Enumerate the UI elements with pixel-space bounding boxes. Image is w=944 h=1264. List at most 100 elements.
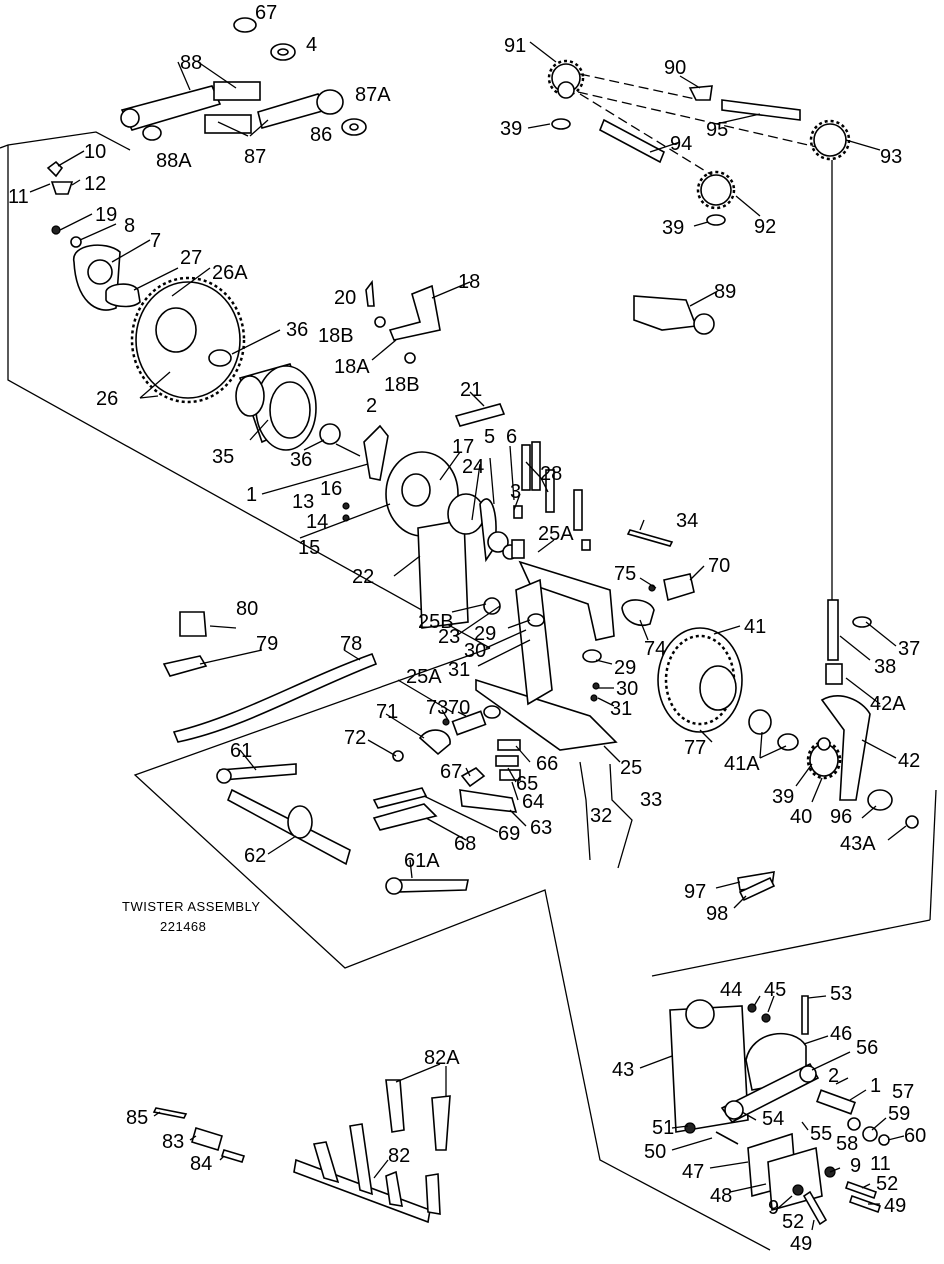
callout-47: 47 (682, 1161, 704, 1183)
hub-27 (105, 283, 141, 308)
center-housing-group (342, 279, 799, 869)
strap-98 (738, 876, 776, 902)
callout-36-upper: 36 (286, 319, 308, 341)
callout-83: 83 (162, 1131, 184, 1153)
callout-13: 13 (292, 491, 314, 513)
arm-61A (395, 879, 469, 893)
callout-14: 14 (306, 511, 328, 533)
pin-37 (852, 616, 872, 628)
washer-18B-upper (374, 316, 386, 328)
callout-39-lower: 39 (772, 786, 794, 808)
callout-88: 88 (180, 52, 202, 74)
twister-group (162, 611, 521, 895)
callout-66: 66 (536, 753, 558, 775)
callout-69: 69 (498, 823, 520, 845)
link-90 (688, 85, 713, 101)
callout-61A: 61A (404, 850, 440, 872)
callout-92: 92 (754, 216, 776, 238)
chain-drive-group (547, 59, 851, 630)
callout-9-upper: 9 (850, 1155, 861, 1177)
callout-67: 67 (255, 2, 277, 24)
callout-42A: 42A (870, 693, 906, 715)
bar-78 (172, 652, 378, 743)
callout-10: 10 (84, 141, 106, 163)
washer-39-upper (551, 118, 571, 130)
part-callouts: 67 4 88 87A 86 87 88A 10 11 12 19 8 7 27… (8, 2, 926, 1255)
callout-18: 18 (458, 271, 480, 293)
bushing-96 (867, 789, 893, 811)
callout-58: 58 (836, 1133, 858, 1155)
pin-28-a (521, 444, 531, 491)
bracket-80 (179, 611, 207, 637)
callout-25A-upper: 25A (538, 523, 574, 545)
callout-86: 86 (310, 124, 332, 146)
right-gearbox-group (633, 295, 919, 902)
callout-5: 5 (484, 426, 495, 448)
callout-18B-lower: 18B (384, 374, 420, 396)
callout-98: 98 (706, 903, 728, 925)
callout-72: 72 (344, 727, 366, 749)
callout-8: 8 (124, 215, 135, 237)
clip-12 (50, 181, 74, 195)
callout-57: 57 (892, 1081, 914, 1103)
callout-64: 64 (522, 791, 544, 813)
plate-63 (459, 789, 518, 813)
callout-53: 53 (830, 983, 852, 1005)
callout-87A: 87A (355, 84, 391, 106)
sprocket-93 (813, 123, 847, 157)
callout-60: 60 (904, 1125, 926, 1147)
bushing-36-upper (208, 349, 232, 367)
bearing-41A (748, 709, 772, 735)
callout-23: 23 (438, 626, 460, 648)
washer-8 (70, 236, 82, 248)
sprocket-92 (700, 174, 732, 206)
callout-79: 79 (256, 633, 278, 655)
callout-90: 90 (664, 57, 686, 79)
washer-39-lower (706, 214, 726, 226)
callout-62: 62 (244, 845, 266, 867)
knob-71 (418, 729, 451, 756)
callout-41A: 41A (724, 753, 760, 775)
callout-18B-upper: 18B (318, 325, 354, 347)
nut-19 (51, 225, 61, 235)
bushing-29 (527, 613, 545, 627)
callout-71: 71 (376, 701, 398, 723)
bushing-42A (825, 663, 843, 685)
callout-88A: 88A (156, 150, 192, 172)
base-plate-25 (475, 678, 618, 751)
callout-63: 63 (530, 817, 552, 839)
ring-67 (233, 17, 257, 33)
section-boundaries (0, 131, 937, 1251)
assembly-caption: TWISTER ASSEMBLY 221468 (122, 899, 260, 934)
callout-78: 78 (340, 633, 362, 655)
callout-35: 35 (212, 446, 234, 468)
callout-20: 20 (334, 287, 356, 309)
callout-80: 80 (236, 598, 258, 620)
callout-15: 15 (298, 537, 320, 559)
callout-95: 95 (706, 119, 728, 141)
callout-75: 75 (614, 563, 636, 585)
callout-25B: 25B (418, 611, 454, 633)
plate-43 (669, 1005, 749, 1133)
callout-26: 26 (96, 388, 118, 410)
callout-85: 85 (126, 1107, 148, 1129)
callout-34: 34 (676, 510, 698, 532)
callout-43A: 43A (840, 833, 876, 855)
callout-9-lower: 9 (768, 1197, 779, 1219)
callout-48: 48 (710, 1185, 732, 1207)
callout-67-lower: 67 (440, 761, 462, 783)
callout-45: 45 (764, 979, 786, 1001)
callout-51: 51 (652, 1117, 674, 1139)
arm-87 (257, 93, 328, 129)
shaft-38 (827, 599, 839, 661)
callout-43: 43 (612, 1059, 634, 1081)
pin-57 (816, 1089, 856, 1115)
bracket-89 (633, 295, 698, 331)
callout-11: 11 (8, 186, 29, 208)
callout-19: 19 (95, 204, 117, 226)
callout-31-right: 31 (610, 698, 632, 720)
callout-3: 3 (510, 481, 521, 503)
plate-88 (213, 81, 261, 101)
sleeve-83 (191, 1126, 223, 1152)
